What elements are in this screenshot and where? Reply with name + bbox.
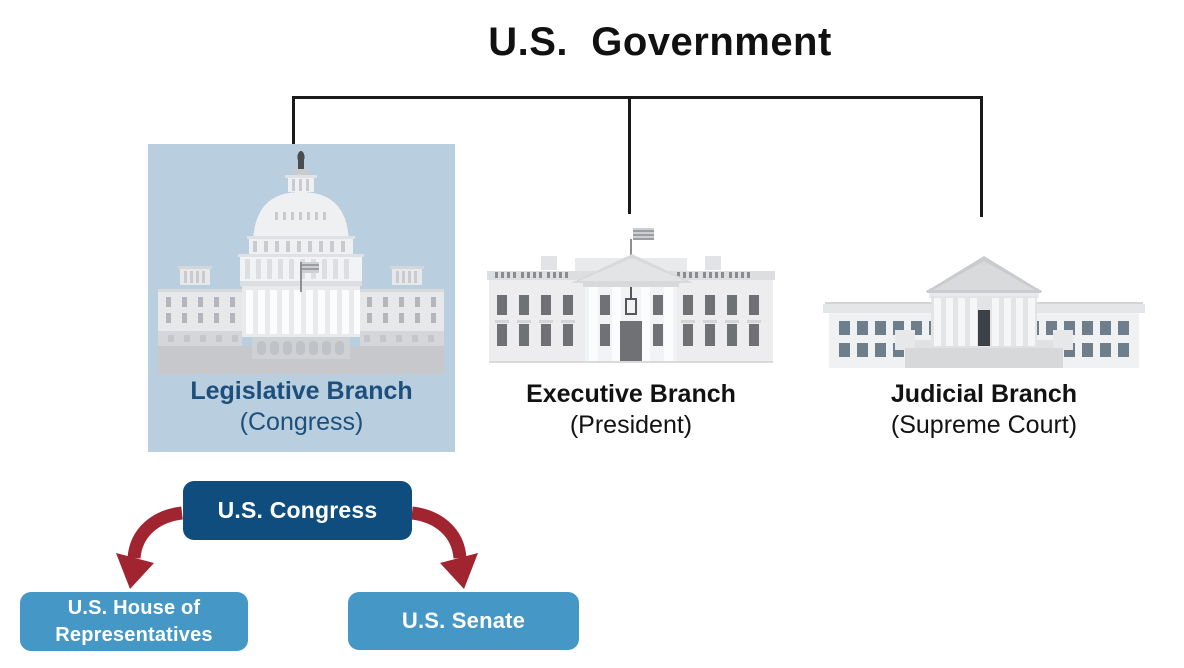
judicial-branch-label: Judicial Branch (Supreme Court) <box>823 379 1145 440</box>
executive-branch-label: Executive Branch (President) <box>487 379 775 440</box>
judicial-branch-name: Judicial Branch <box>890 380 1078 408</box>
tree-drop-line-judicial <box>980 96 983 217</box>
us-congress-node: U.S. Congress <box>183 481 412 540</box>
executive-branch-subtitle: (President) <box>569 410 693 439</box>
us-house-label-line1: U.S. House of <box>67 597 201 620</box>
us-house-label-line2: Representatives <box>55 623 213 646</box>
tree-horizontal-line <box>293 96 983 99</box>
page-title: U.S. Government <box>488 20 832 64</box>
legislative-branch-label: Legislative Branch (Congress) <box>148 376 455 437</box>
capitol-building-icon <box>158 151 444 374</box>
white-house-building-icon <box>487 228 775 363</box>
arrow-down-right-icon <box>410 506 478 589</box>
supreme-court-building-icon <box>823 256 1145 368</box>
us-house-node: U.S. House of Representatives <box>20 592 248 651</box>
tree-drop-line-executive <box>628 96 631 214</box>
us-congress-label: U.S. Congress <box>217 497 378 523</box>
us-senate-label: U.S. Senate <box>401 608 526 633</box>
judicial-branch-subtitle: (Supreme Court) <box>890 410 1078 439</box>
tree-drop-line-legislative <box>292 96 295 145</box>
us-senate-node: U.S. Senate <box>348 592 579 650</box>
legislative-branch-subtitle: (Congress) <box>239 407 364 436</box>
legislative-branch-name: Legislative Branch <box>190 377 413 405</box>
legislative-branch-panel: Legislative Branch (Congress) <box>148 144 455 452</box>
executive-branch-name: Executive Branch <box>526 380 736 408</box>
arrow-down-left-icon <box>116 506 184 589</box>
